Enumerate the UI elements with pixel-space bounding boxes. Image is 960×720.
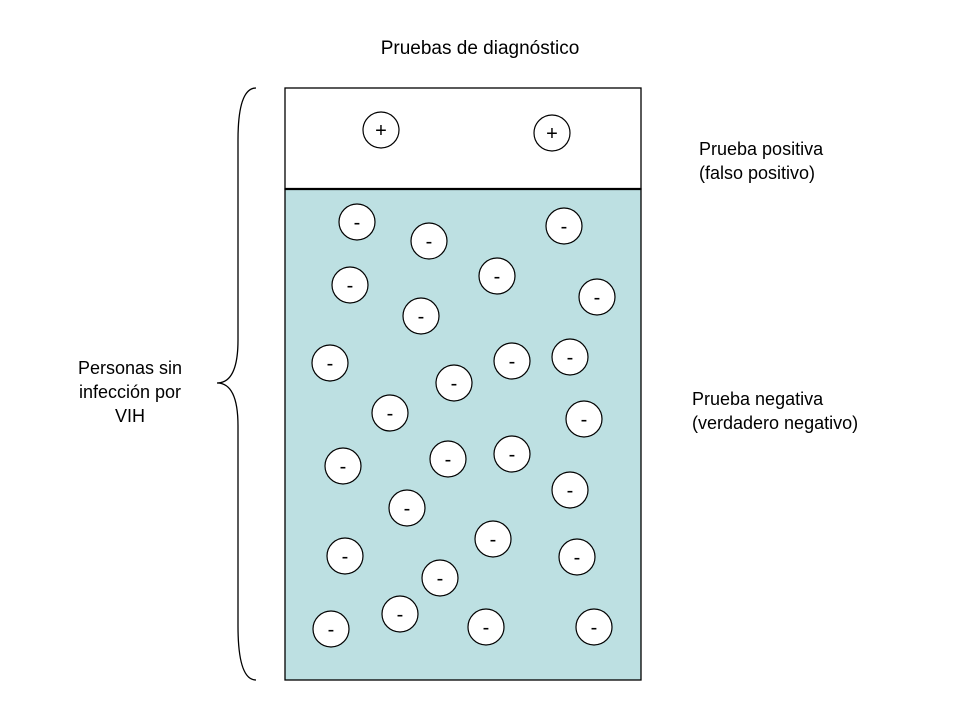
negative-test-label-line-2: (verdadero negativo) <box>692 413 859 433</box>
negative-person: - <box>331 266 369 304</box>
negative-person: - <box>578 278 616 316</box>
negative-person-circle <box>311 344 349 382</box>
negative-person-circle <box>565 400 603 438</box>
negative-person-circle <box>478 257 516 295</box>
negative-person: - <box>478 257 516 295</box>
negative-person-circle <box>388 489 426 527</box>
negative-person-symbol: - <box>347 275 354 297</box>
negative-person: - <box>551 471 589 509</box>
negative-test-label-line-1: Prueba negativa <box>692 389 824 409</box>
negative-person-circle <box>551 338 589 376</box>
negative-person-symbol: - <box>342 546 349 568</box>
negative-person: - <box>435 364 473 402</box>
negative-person-symbol: - <box>451 373 458 395</box>
negative-person-symbol: - <box>581 409 588 431</box>
negative-person-symbol: - <box>591 617 598 639</box>
negative-person-symbol: - <box>418 306 425 328</box>
negative-person: - <box>545 207 583 245</box>
population-label-line-3: VIH <box>114 406 145 426</box>
negative-person-circle <box>545 207 583 245</box>
negative-person-symbol: - <box>490 529 497 551</box>
negative-person-symbol: - <box>437 568 444 590</box>
negative-person-symbol: - <box>567 480 574 502</box>
negative-person-circle <box>324 447 362 485</box>
negative-person-circle <box>381 595 419 633</box>
people-circles: + + - - - - - - - - - - - - - - - - - - - - - - - - - - <box>311 111 616 648</box>
negative-person-circle <box>474 520 512 558</box>
positive-test-label-line-1: Prueba positiva <box>699 139 824 159</box>
negative-person-symbol: - <box>574 547 581 569</box>
negative-person-circle <box>551 471 589 509</box>
negative-person: - <box>429 440 467 478</box>
negative-test-label: Prueba negativa (verdadero negativo) <box>692 387 858 435</box>
negative-person: - <box>402 297 440 335</box>
negative-person-circle <box>435 364 473 402</box>
negative-person-symbol: - <box>387 403 394 425</box>
negative-person-circle <box>493 435 531 473</box>
negative-person-circle <box>326 537 364 575</box>
negative-person-symbol: - <box>509 351 516 373</box>
negative-person: - <box>474 520 512 558</box>
negative-person-circle <box>429 440 467 478</box>
negative-person-symbol: - <box>340 456 347 478</box>
positive-test-label: Prueba positiva (falso positivo) <box>699 137 823 185</box>
negative-person-circle <box>558 538 596 576</box>
negative-person-circle <box>421 559 459 597</box>
negative-person-symbol: - <box>328 619 335 641</box>
diagram-title: Pruebas de diagnóstico <box>380 38 580 59</box>
positive-person-circle <box>362 111 400 149</box>
negative-person: - <box>493 435 531 473</box>
negative-person: - <box>558 538 596 576</box>
negative-person-circle <box>410 222 448 260</box>
negative-person: - <box>388 489 426 527</box>
negative-person-symbol: - <box>354 212 361 234</box>
negative-person-symbol: - <box>567 347 574 369</box>
negative-person-circle <box>312 610 350 648</box>
negative-person-circle <box>338 203 376 241</box>
negative-person-circle <box>402 297 440 335</box>
negative-person-symbol: - <box>404 498 411 520</box>
negative-person-circle <box>371 394 409 432</box>
positive-person-symbol: + <box>546 123 558 145</box>
negative-person: - <box>312 610 350 648</box>
negative-person-circle <box>467 608 505 646</box>
negative-person: - <box>421 559 459 597</box>
negative-person: - <box>565 400 603 438</box>
negative-person-symbol: - <box>445 449 452 471</box>
population-brace <box>216 87 257 681</box>
negative-person-symbol: - <box>426 231 433 253</box>
negative-person: - <box>371 394 409 432</box>
negative-person-symbol: - <box>494 266 501 288</box>
negative-person-circle <box>578 278 616 316</box>
population-label-line-1: Personas sin <box>77 358 183 378</box>
negative-person: - <box>326 537 364 575</box>
negative-person: - <box>311 344 349 382</box>
population-label: Personas sin infección por VIH <box>40 356 220 428</box>
negative-person: - <box>575 608 613 646</box>
positive-person-symbol: + <box>375 120 387 142</box>
positive-test-label-line-2: (falso positivo) <box>699 163 816 183</box>
negative-person: - <box>338 203 376 241</box>
positive-region <box>284 87 642 190</box>
negative-person: - <box>410 222 448 260</box>
negative-person-symbol: - <box>509 444 516 466</box>
negative-person-symbol: - <box>397 604 404 626</box>
negative-person: - <box>551 338 589 376</box>
negative-person-circle <box>575 608 613 646</box>
positive-person-circle <box>533 114 571 152</box>
positive-person: + <box>533 114 571 152</box>
population-label-line-2: infección por <box>78 382 182 402</box>
negative-person: - <box>381 595 419 633</box>
positive-person: + <box>362 111 400 149</box>
negative-person-symbol: - <box>327 353 334 375</box>
negative-person-circle <box>493 342 531 380</box>
negative-person: - <box>467 608 505 646</box>
negative-person: - <box>324 447 362 485</box>
negative-person-symbol: - <box>561 216 568 238</box>
negative-person-symbol: - <box>483 617 490 639</box>
negative-person-circle <box>331 266 369 304</box>
negative-person-symbol: - <box>594 287 601 309</box>
negative-person: - <box>493 342 531 380</box>
